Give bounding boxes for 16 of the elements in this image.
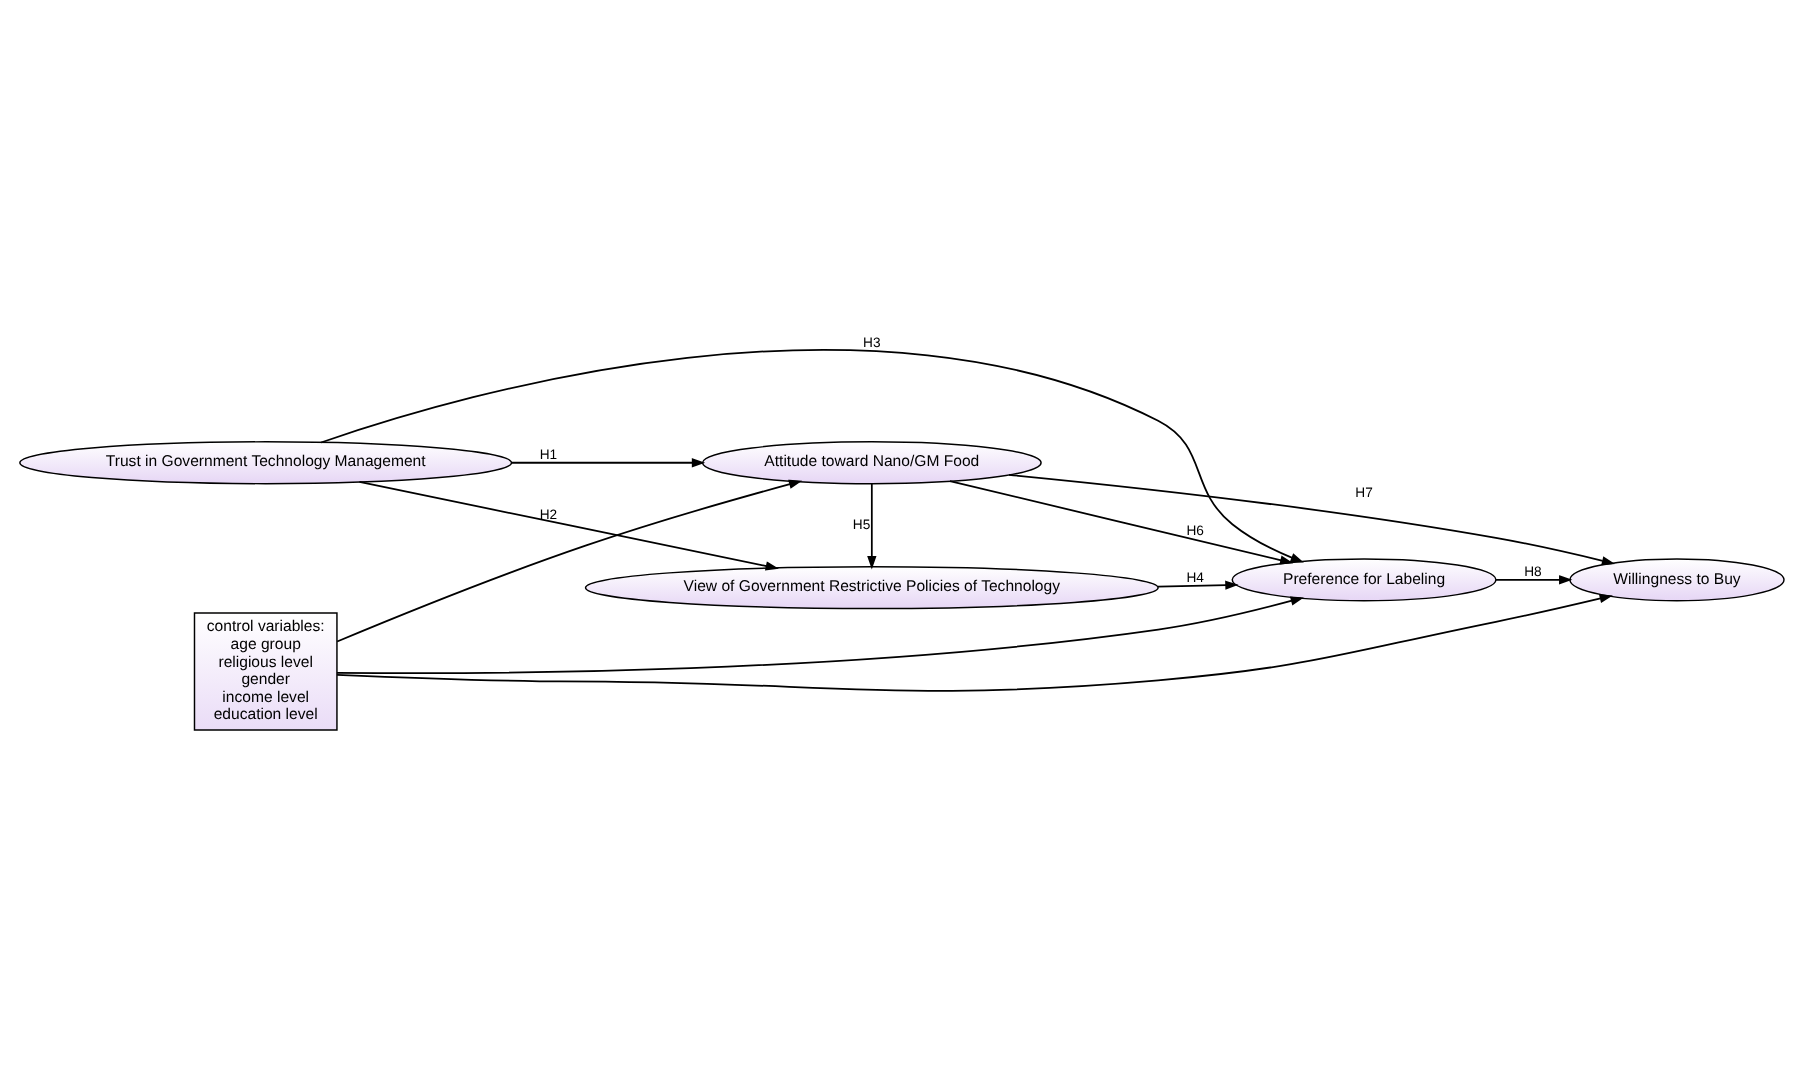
arrow bbox=[1008, 474, 1616, 566]
arrow bbox=[336, 594, 1613, 692]
arrow bbox=[949, 480, 1294, 565]
node-ellipse: Preference for Labeling bbox=[1231, 558, 1497, 602]
arrow bbox=[1156, 580, 1239, 590]
arrow bbox=[336, 596, 1304, 675]
node-ellipse: View of Government Restrictive Policies of Technology bbox=[584, 566, 1159, 610]
node-box: control variables: age group religious level gender income level education level bbox=[193, 612, 338, 731]
arrow bbox=[358, 481, 779, 571]
node-ellipse: Attitude toward Nano/GM Food bbox=[701, 441, 1042, 485]
arrow bbox=[336, 479, 803, 643]
arrow bbox=[510, 458, 706, 468]
node-ellipse: Trust in Government Technology Management bbox=[19, 441, 513, 485]
arrow bbox=[320, 349, 1304, 563]
arrow bbox=[867, 482, 877, 570]
arrow bbox=[1495, 575, 1573, 585]
